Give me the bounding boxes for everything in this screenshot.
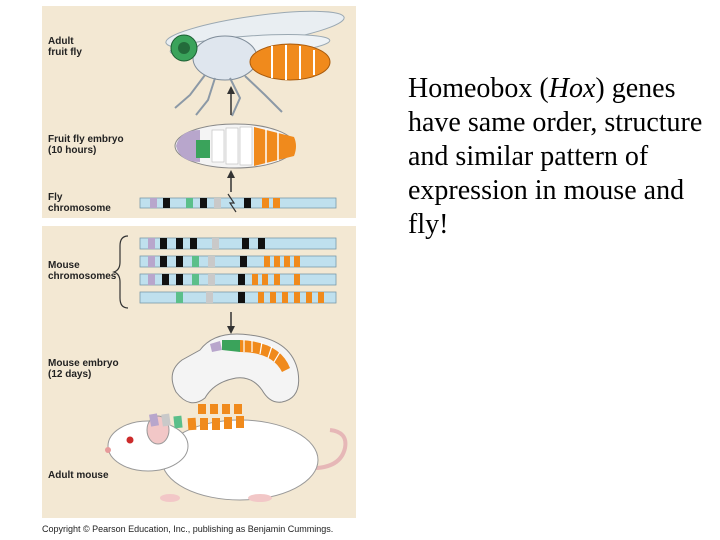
mouse-chromosome-4 <box>139 291 337 304</box>
fruit-fly-embryo-illustration <box>174 123 296 169</box>
mouse-embryo-illustration <box>171 333 300 404</box>
arrow-up-icon <box>227 170 235 192</box>
slide-text-italic: Hox <box>548 73 596 104</box>
adult-mouse-illustration <box>105 404 348 502</box>
slide-text-part1: Homeobox ( <box>408 73 549 104</box>
slide-text-part2: ) genes have same order, structure and s… <box>408 73 703 240</box>
adult-fruit-fly-illustration <box>165 10 345 117</box>
mouse-chromosome-2 <box>139 255 337 268</box>
fly-chromosome-label: Fly chromosome <box>48 192 111 214</box>
mouse-chromosome-3 <box>139 273 337 286</box>
fly-chromosome <box>139 193 337 213</box>
mouse-chromosomes-label: Mouse chromosomes <box>48 260 117 282</box>
slide-text: Homeobox (Hox) genes have same order, st… <box>408 72 708 242</box>
arrow-down-icon <box>227 312 235 334</box>
adult-mouse-label: Adult mouse <box>48 470 109 481</box>
mouse-embryo-label: Mouse embryo (12 days) <box>48 358 119 380</box>
fruit-fly-embryo-label: Fruit fly embryo (10 hours) <box>48 134 124 156</box>
arrow-up-icon <box>227 86 235 115</box>
mouse-chromosome-1 <box>139 237 337 250</box>
mouse-chromosome-bracket <box>112 235 129 309</box>
adult-fruit-fly-label: Adult fruit fly <box>48 36 82 58</box>
copyright-notice: Copyright © Pearson Education, Inc., pub… <box>42 524 334 534</box>
